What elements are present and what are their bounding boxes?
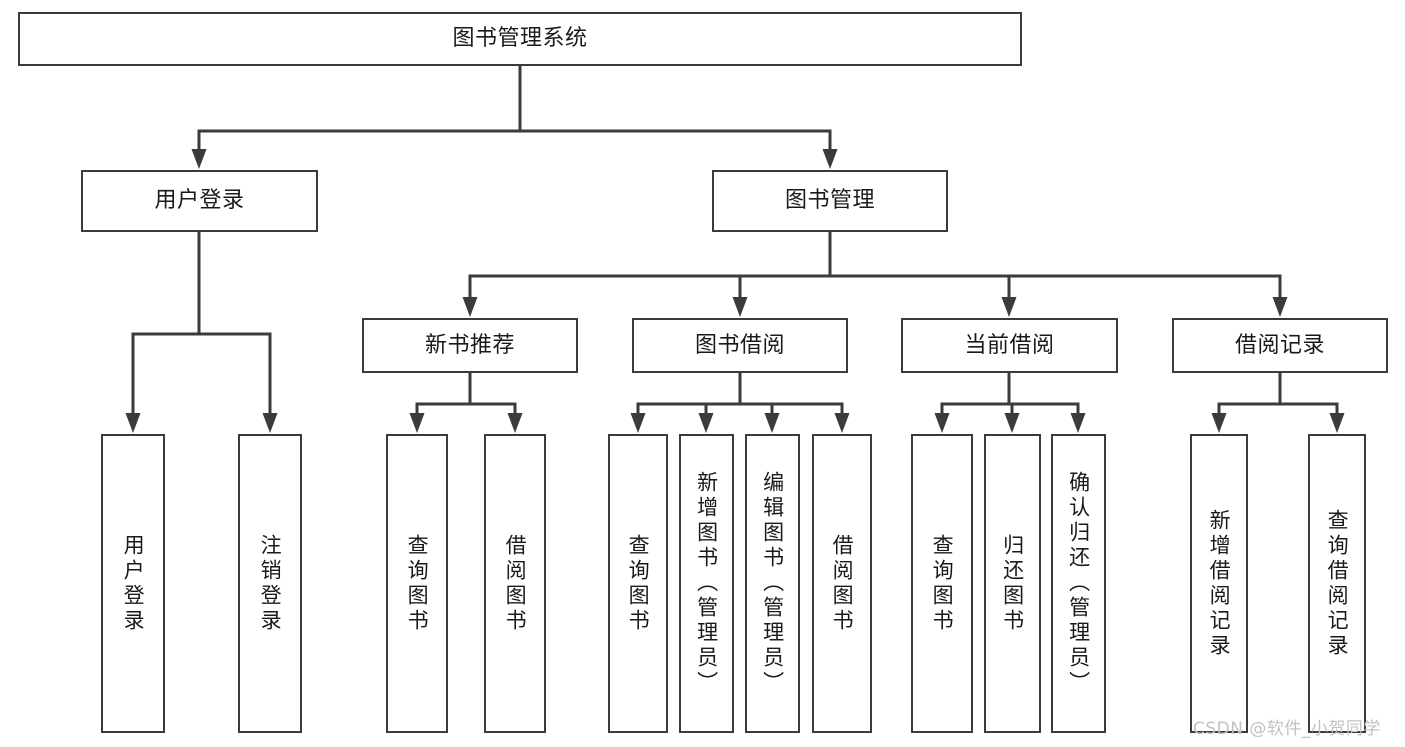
node-l2a[interactable]: 新书推荐	[362, 318, 578, 373]
node-leaf11[interactable]: 确认归还（管理员）	[1051, 434, 1106, 733]
arrow-to-book-mgmt-head	[822, 149, 838, 169]
node-leaf01[interactable]: 用户登录	[101, 434, 165, 733]
node-label: 图书管理	[784, 188, 875, 214]
node-label: 查询图书	[930, 533, 955, 634]
arrow-to-leaf06-head	[698, 413, 714, 433]
node-label: 注销登录	[258, 533, 283, 634]
node-leaf12[interactable]: 新增借阅记录	[1190, 434, 1248, 733]
node-leaf13[interactable]: 查询借阅记录	[1308, 434, 1366, 733]
node-label: 确认归还（管理员）	[1066, 471, 1091, 696]
node-leaf09[interactable]: 查询图书	[911, 434, 973, 733]
node-root[interactable]: 图书管理系统	[18, 12, 1022, 66]
node-leaf07[interactable]: 编辑图书（管理员）	[745, 434, 800, 733]
node-l1b[interactable]: 图书管理	[712, 170, 948, 232]
node-label: 用户登录	[121, 533, 146, 634]
arrow-to-leaf02-head	[262, 413, 278, 433]
node-label: 借阅记录	[1234, 332, 1325, 358]
node-label: 查询借阅记录	[1325, 508, 1350, 659]
arrow-to-leaf13-head	[1329, 413, 1345, 433]
csdn-watermark: CSDN @软件_小贺同学	[1193, 719, 1381, 739]
node-leaf04[interactable]: 借阅图书	[484, 434, 546, 733]
node-l2d[interactable]: 借阅记录	[1172, 318, 1388, 373]
node-label: 新增图书（管理员）	[694, 471, 719, 696]
node-label: 归还图书	[1000, 533, 1025, 634]
node-l1a[interactable]: 用户登录	[81, 170, 318, 232]
node-label: 查询图书	[626, 533, 651, 634]
node-label: 当前借阅	[964, 332, 1055, 358]
arrow-to-leaf10-head	[1004, 413, 1020, 433]
node-label: 编辑图书（管理员）	[760, 471, 785, 696]
node-label: 查询图书	[405, 533, 430, 634]
arrow-to-borrow-head	[732, 297, 748, 317]
arrow-to-leaf05-head	[630, 413, 646, 433]
node-leaf08[interactable]: 借阅图书	[812, 434, 872, 733]
arrow-to-record-head	[1272, 297, 1288, 317]
node-label: 借阅图书	[830, 533, 855, 634]
arrow-to-leaf04-head	[507, 413, 523, 433]
arrow-to-leaf03-head	[409, 413, 425, 433]
arrow-to-leaf07-head	[764, 413, 780, 433]
node-label: 借阅图书	[503, 533, 528, 634]
arrow-to-leaf09-head	[934, 413, 950, 433]
arrow-to-leaf08-head	[834, 413, 850, 433]
node-leaf06[interactable]: 新增图书（管理员）	[679, 434, 734, 733]
arrow-to-current-head	[1001, 297, 1017, 317]
node-l2b[interactable]: 图书借阅	[632, 318, 848, 373]
node-label: 新书推荐	[424, 332, 515, 358]
node-l2c[interactable]: 当前借阅	[901, 318, 1118, 373]
arrow-to-leaf11-head	[1070, 413, 1086, 433]
arrow-to-leaf12-head	[1211, 413, 1227, 433]
arrow-to-leaf01-head	[125, 413, 141, 433]
node-label: 新增借阅记录	[1207, 508, 1232, 659]
node-label: 图书管理系统	[452, 26, 588, 52]
arrow-to-user-login-head	[191, 149, 207, 169]
node-label: 用户登录	[154, 188, 245, 214]
arrow-to-newbook-head	[462, 297, 478, 317]
node-leaf10[interactable]: 归还图书	[984, 434, 1041, 733]
node-leaf02[interactable]: 注销登录	[238, 434, 302, 733]
node-leaf05[interactable]: 查询图书	[608, 434, 668, 733]
node-leaf03[interactable]: 查询图书	[386, 434, 448, 733]
node-label: 图书借阅	[694, 332, 785, 358]
